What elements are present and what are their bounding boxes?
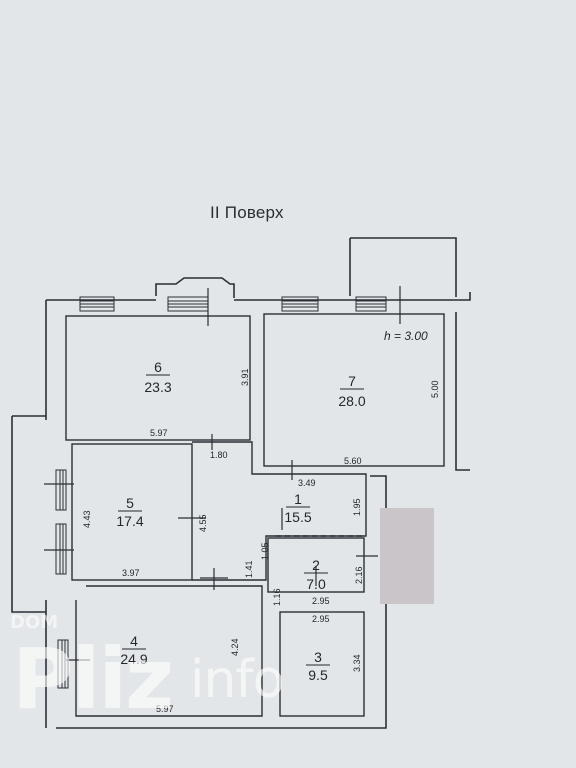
room-1-area: 15.5 <box>284 509 311 525</box>
dim-room-7-width: 5.60 <box>344 456 362 466</box>
room-1-outline <box>192 441 367 581</box>
room-6-number: 6 <box>154 359 162 375</box>
dim-hall-upper: 3.49 <box>298 478 316 488</box>
dim-room-3-width: 2.95 <box>312 614 330 624</box>
dim-hall-top: 1.80 <box>210 450 228 460</box>
watermark-suffix: info <box>190 650 285 710</box>
bay-window <box>155 277 235 298</box>
dim-room-5-width: 3.97 <box>122 568 140 578</box>
room-4-outline <box>75 585 263 717</box>
dim-room-2-door: 1.05 <box>260 542 270 560</box>
balcony-outline <box>350 237 457 297</box>
room-3-area: 9.5 <box>308 667 328 683</box>
side-terrace <box>11 415 46 613</box>
room-6-area: 23.3 <box>144 379 171 395</box>
dim-room-4-width: 5.97 <box>156 704 174 714</box>
floor-title: II Поверх <box>210 203 284 222</box>
dim-room-7-height: 5.00 <box>430 380 440 398</box>
room-2-outline <box>267 537 365 593</box>
window-room-5-left <box>55 469 67 511</box>
dim-room-6-height: 3.91 <box>240 368 250 386</box>
room-4-number: 4 <box>130 633 138 649</box>
dim-room-3-height: 3.34 <box>352 654 362 672</box>
room-3-outline <box>279 611 365 717</box>
dim-room-5-height: 4.43 <box>82 510 92 528</box>
dim-room-5-inner: 4.55 <box>198 514 208 532</box>
room-3-number: 3 <box>314 649 322 665</box>
dim-room-3-offset: 1.16 <box>272 588 282 606</box>
dim-hall-right: 1.95 <box>352 498 362 516</box>
watermark-tag: DOM <box>10 612 59 633</box>
dim-hall-step: 1.41 <box>244 560 254 578</box>
dim-room-6-width: 5.97 <box>150 428 168 438</box>
window-room-4-left <box>57 639 69 689</box>
dim-room-4-height: 4.24 <box>230 638 240 656</box>
dim-room-2-width: 2.95 <box>312 596 330 606</box>
room-2-area: 7.0 <box>306 576 326 592</box>
room-2-number: 2 <box>312 557 320 573</box>
room-5-area: 17.4 <box>116 513 143 529</box>
room-7-outline <box>263 313 445 467</box>
watermark-brand: Pliz <box>12 630 174 728</box>
outer-wall-top <box>46 292 471 301</box>
room-5-outline <box>71 443 193 581</box>
room-6-outline <box>65 315 251 441</box>
ceiling-height-label: h = 3.00 <box>384 329 428 343</box>
room-7-area: 28.0 <box>338 393 365 409</box>
room-4-area: 24.9 <box>120 651 147 667</box>
room-5-number: 5 <box>126 495 134 511</box>
room-7-number: 7 <box>348 373 356 389</box>
window-room-5-lower <box>55 523 67 575</box>
room-1-number: 1 <box>294 491 302 507</box>
redacted-block <box>380 508 434 604</box>
dim-room-2-height: 2.16 <box>354 566 364 584</box>
outer-wall-right <box>455 312 470 471</box>
